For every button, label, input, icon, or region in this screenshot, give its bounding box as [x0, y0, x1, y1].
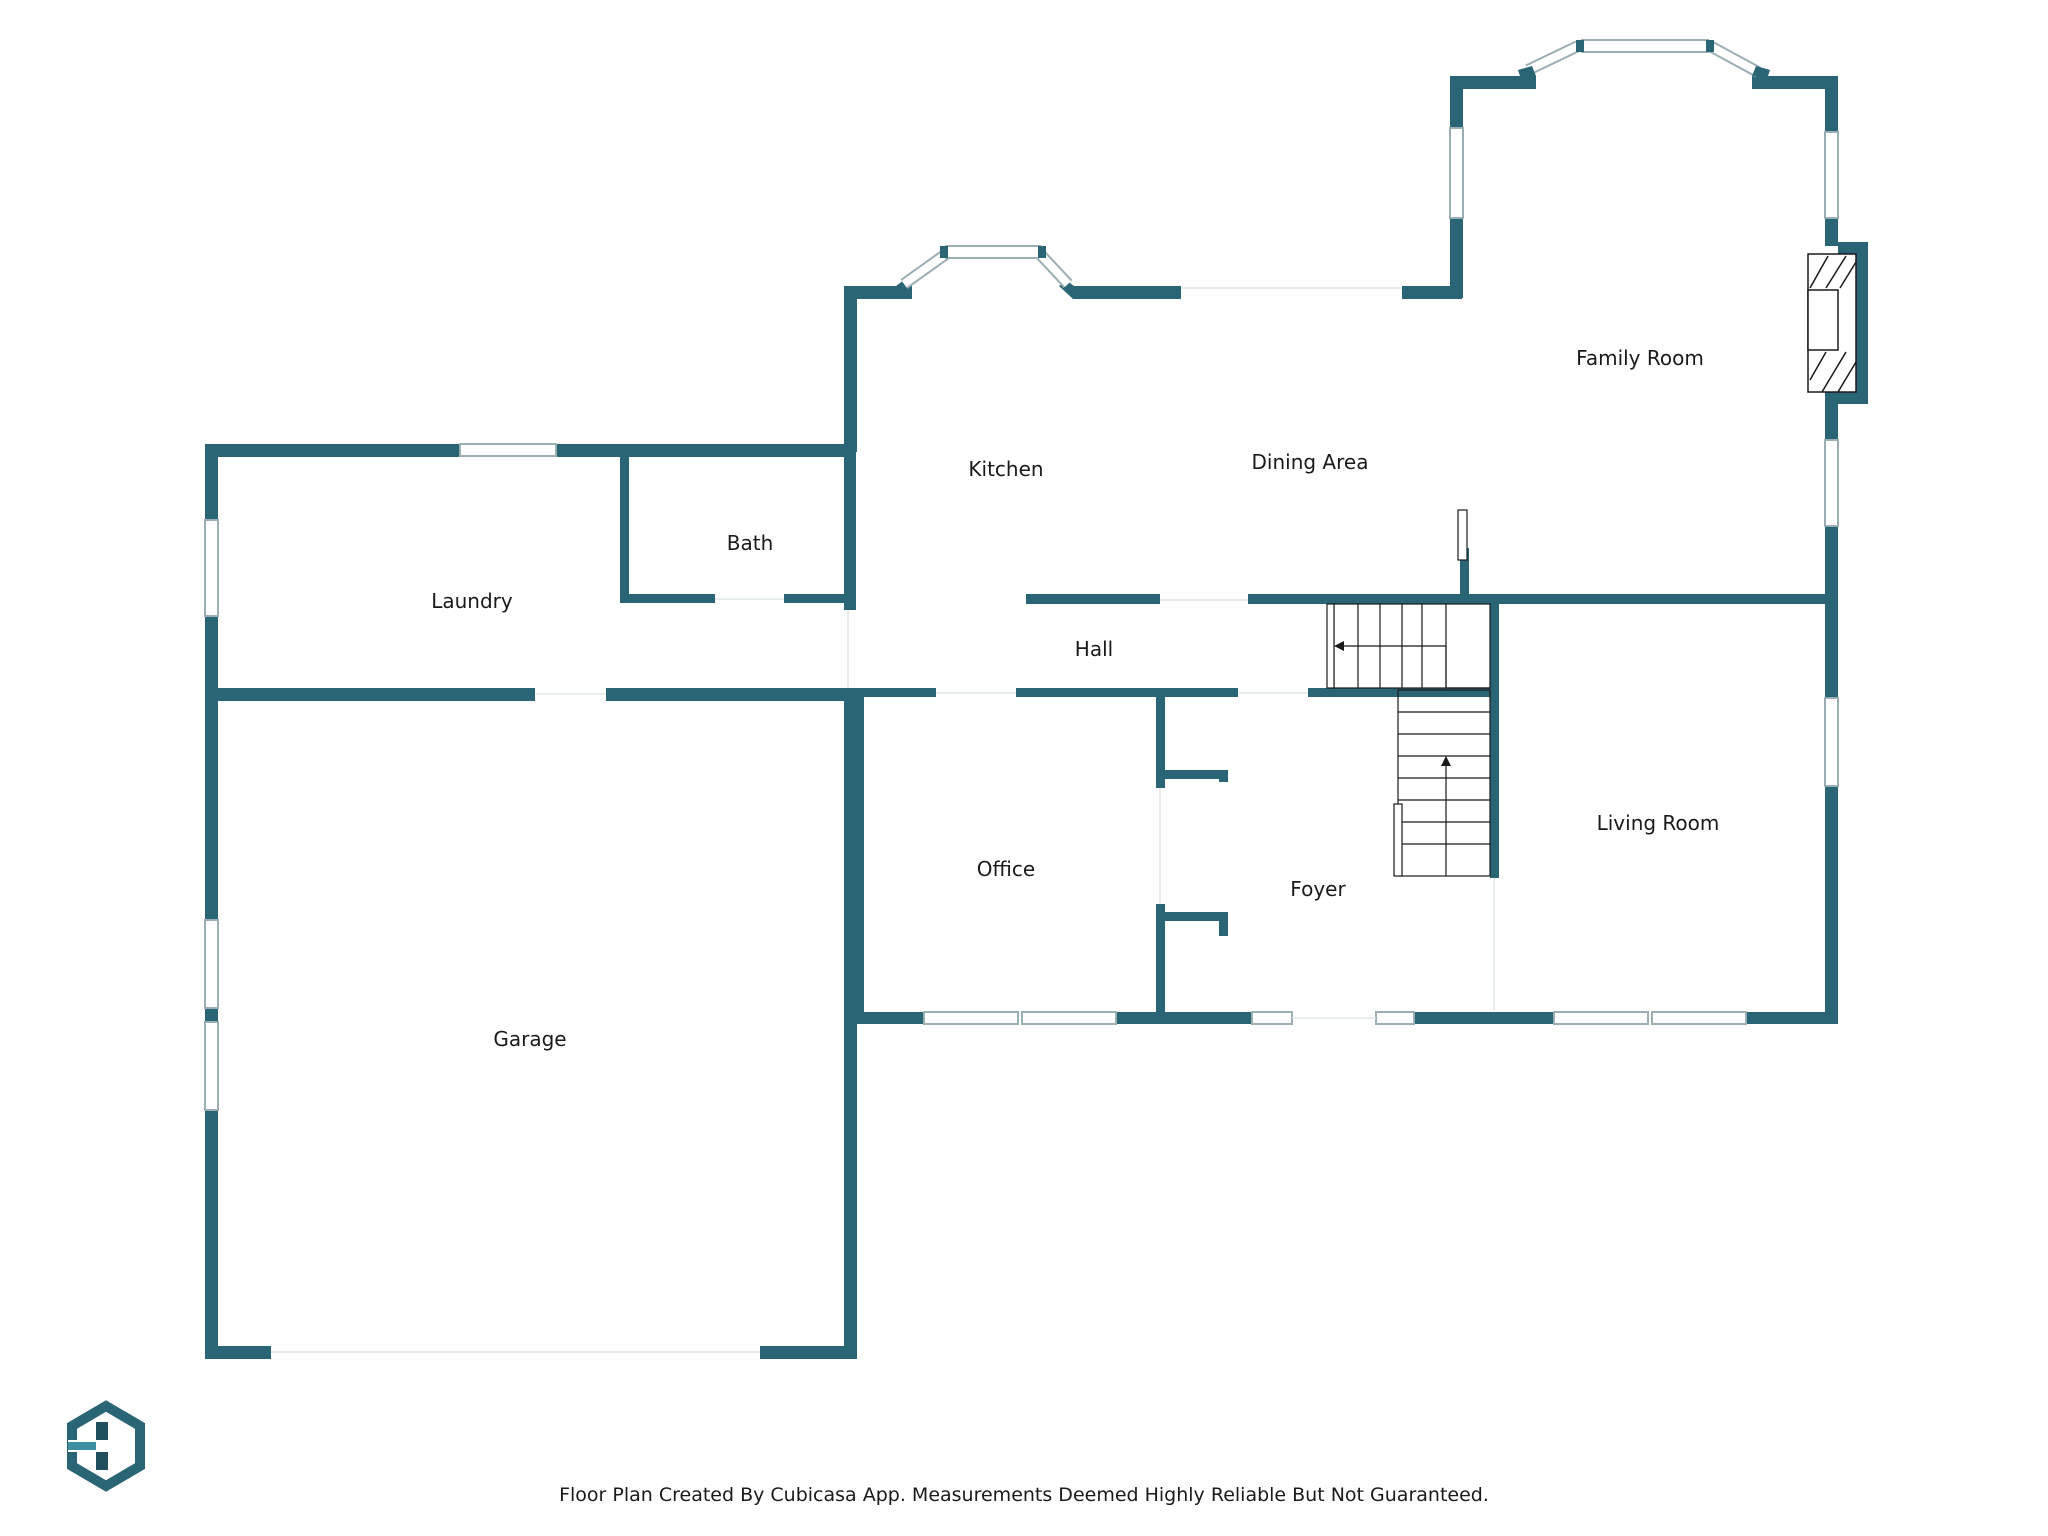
window-family-east-1	[1824, 131, 1839, 219]
window-garage-west-2	[204, 1021, 219, 1111]
wall-stub-dining	[1457, 509, 1468, 561]
wall-hall-south-1	[852, 688, 936, 697]
window-laundry-west	[204, 519, 219, 617]
wall-family-east-lower2	[1825, 526, 1838, 602]
label-kitchen: Kitchen	[968, 457, 1043, 481]
stair-arrow-up	[1441, 756, 1451, 766]
wall-family-north-left	[1450, 76, 1536, 89]
label-office: Office	[977, 857, 1035, 881]
wall-hall-south-3	[1308, 688, 1396, 697]
wall-bath-south-right	[784, 594, 852, 603]
wall-front-1	[852, 1012, 924, 1024]
wall-front-2	[1116, 1012, 1252, 1024]
cubicasa-hexagon-logo-icon	[67, 1400, 145, 1492]
windows	[204, 127, 1839, 1111]
wall-closet2-top	[1156, 912, 1228, 921]
label-dining-area: Dining Area	[1252, 450, 1369, 474]
bay-window-kitchen	[888, 245, 1082, 299]
wall-foyer-stair-wall	[1490, 602, 1499, 878]
walls	[205, 76, 1868, 1359]
wall-garage-south-left	[205, 1346, 271, 1359]
window-garage-west-1	[204, 919, 219, 1009]
window-foyer-south-1	[1251, 1011, 1293, 1025]
wall-front-3	[1414, 1012, 1554, 1024]
wall-fireplace-outer-bottom	[1838, 392, 1868, 404]
footer-disclaimer: Floor Plan Created By Cubicasa App. Meas…	[559, 1484, 1489, 1506]
wall-living-east-upper	[1825, 602, 1838, 698]
label-hall: Hall	[1075, 637, 1113, 661]
wall-family-east-lower1	[1825, 392, 1838, 440]
label-bath: Bath	[727, 531, 774, 555]
window-living-south-2	[1651, 1011, 1747, 1025]
label-family-room: Family Room	[1576, 346, 1704, 370]
wall-garage-south-right	[760, 1346, 857, 1359]
wall-hall-north-1	[1026, 594, 1160, 604]
wall-kitchen-north-right	[1073, 286, 1181, 299]
window-living-east	[1824, 697, 1839, 787]
wall-garage-north-left	[205, 688, 535, 701]
wall-family-east-mid	[1825, 218, 1838, 246]
wall-bath-west	[620, 456, 629, 603]
label-living-room: Living Room	[1597, 811, 1720, 835]
wall-family-north-right	[1752, 76, 1838, 89]
window-foyer-south-2	[1375, 1011, 1415, 1025]
wall-bath-south-left	[620, 594, 715, 603]
label-garage: Garage	[493, 1027, 566, 1051]
room-labels: Family Room Kitchen Dining Area Bath Lau…	[431, 346, 1719, 1051]
wall-living-east-lower	[1825, 786, 1838, 1024]
wall-office-east-bottom	[1156, 904, 1165, 1022]
stair-arrow-left	[1334, 641, 1344, 651]
openings	[271, 287, 1495, 1353]
bay-window-family	[1518, 39, 1770, 78]
wall-front-4	[1746, 1012, 1838, 1024]
label-foyer: Foyer	[1290, 877, 1346, 901]
window-family-east-2	[1824, 439, 1839, 527]
wall-hall-south-2	[1016, 688, 1238, 697]
window-office-south-1	[923, 1011, 1019, 1025]
window-family-west	[1449, 127, 1464, 219]
wall-office-west	[852, 692, 864, 1024]
wall-hall-north-3	[1334, 594, 1838, 604]
wall-closet1-bottom	[1156, 770, 1228, 779]
wall-closet1-east	[1219, 770, 1228, 782]
wall-kitchen-west	[844, 286, 857, 452]
wall-family-east-top	[1825, 76, 1838, 132]
wall-fireplace-outer-right	[1856, 242, 1868, 402]
wall-dining-north-right	[1402, 286, 1462, 299]
staircase	[1326, 603, 1491, 877]
wall-family-west-lower	[1450, 218, 1463, 298]
wall-office-east-top	[1156, 692, 1165, 788]
window-office-south-2	[1021, 1011, 1117, 1025]
wall-garage-north-right	[606, 688, 852, 701]
window-living-south-1	[1553, 1011, 1649, 1025]
wall-dining-stub	[1460, 548, 1469, 598]
fireplace	[1807, 253, 1857, 393]
wall-stair-top	[1394, 688, 1490, 697]
wall-closet2-east	[1219, 912, 1228, 936]
wall-hall-north-2	[1248, 594, 1334, 604]
wall-bath-east	[844, 444, 856, 610]
window-laundry-north	[459, 443, 557, 457]
label-laundry: Laundry	[431, 589, 513, 613]
